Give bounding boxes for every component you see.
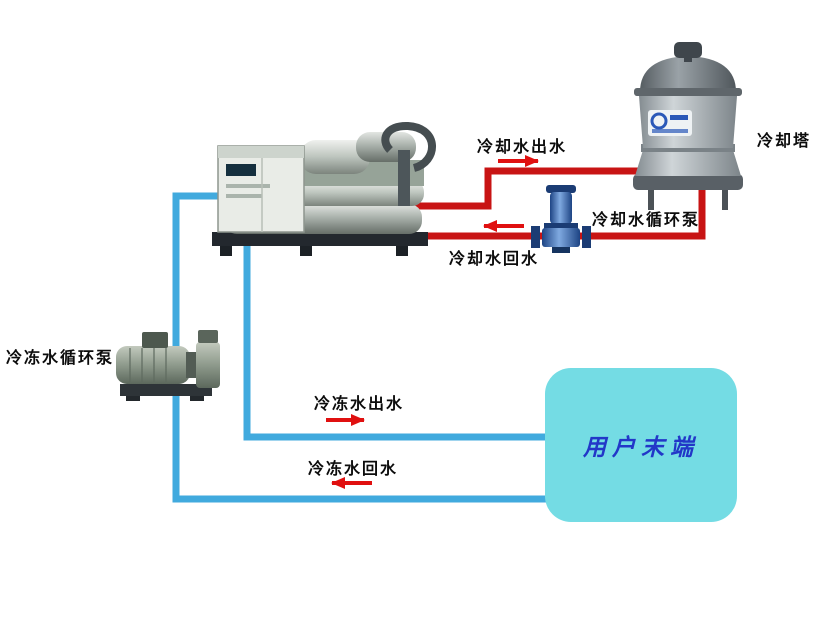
label-cooling-water-return: 冷却水回水 xyxy=(449,251,540,268)
pipe-cooling-return xyxy=(398,186,706,240)
user-terminal-label: 用户末端 xyxy=(583,435,699,460)
label-cooling-tower: 冷却塔 xyxy=(757,133,812,150)
cooling-tower xyxy=(633,42,743,210)
user-terminal-box xyxy=(545,368,737,522)
label-chilled-water-pump: 冷冻水循环泵 xyxy=(6,350,115,367)
pipe-cooling-supply xyxy=(392,167,641,210)
chilled-water-pump xyxy=(116,330,220,401)
cooling-water-pump xyxy=(531,185,591,253)
label-chilled-water-out: 冷冻水出水 xyxy=(314,396,405,413)
tower-logo-icon xyxy=(648,110,692,136)
label-cooling-water-out: 冷却水出水 xyxy=(477,139,568,156)
pipe-chilled-supply xyxy=(243,236,552,441)
chiller-unit xyxy=(212,122,436,256)
flow-arrows xyxy=(326,155,539,489)
label-cooling-water-pump: 冷却水循环泵 xyxy=(592,212,701,229)
label-chilled-water-return: 冷冻水回水 xyxy=(308,461,399,478)
